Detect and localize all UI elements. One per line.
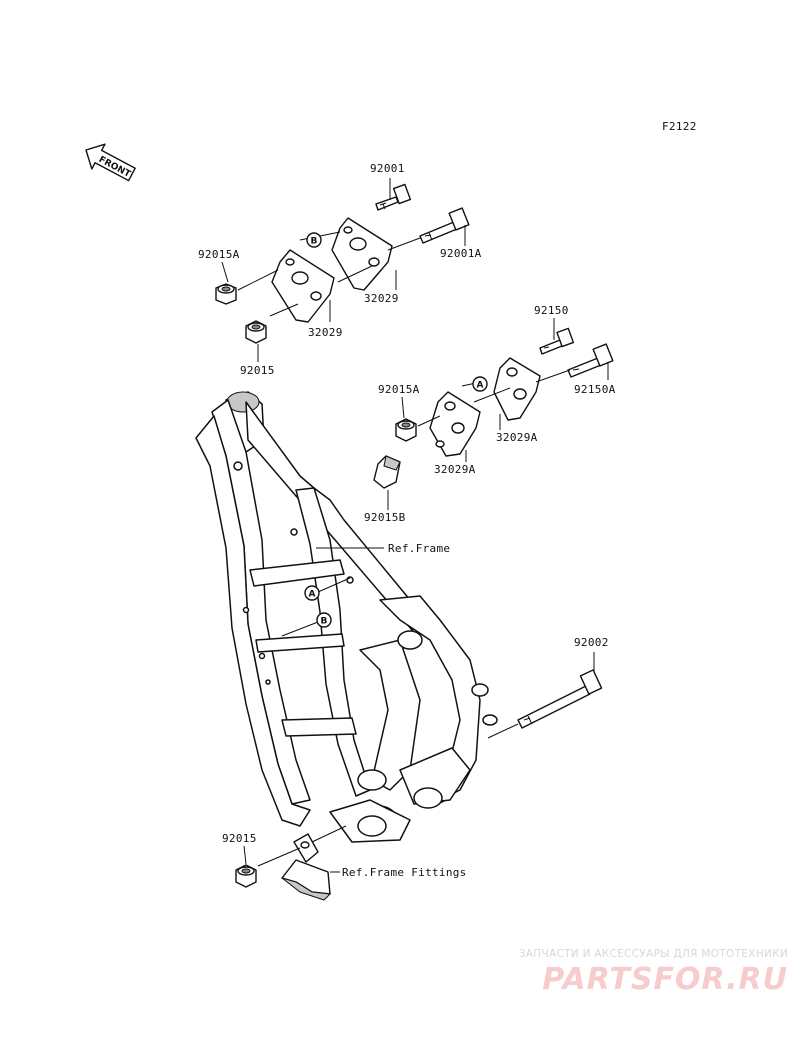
marker-a-frame: A	[304, 585, 320, 601]
watermark-logo: PARTSFOR.RU	[542, 962, 788, 997]
watermark-tagline: ЗАПЧАСТИ И АКСЕССУАРЫ ДЛЯ МОТОТЕХНИКИ	[518, 948, 788, 960]
bolt-92150	[539, 327, 575, 355]
label-92001: 92001	[370, 162, 405, 175]
bracket-plate-32029A-right	[493, 357, 541, 421]
bracket-plate-32029A-left	[429, 391, 481, 457]
svg-text:A: A	[477, 381, 484, 391]
frame-fitting-bracket	[281, 833, 332, 901]
bolt-92001	[375, 183, 412, 211]
svg-text:B: B	[321, 617, 328, 627]
label-ref-frame-fittings: Ref.Frame Fittings	[342, 866, 467, 879]
label-92015-top: 92015	[240, 364, 275, 377]
svg-text:B: B	[311, 237, 318, 247]
nut-92015-top	[245, 320, 267, 344]
watermark: ЗАПЧАСТИ И АКСЕССУАРЫ ДЛЯ МОТОТЕХНИКИ PA…	[488, 948, 788, 997]
label-92015-bottom: 92015	[222, 832, 257, 845]
bolt-92150A	[567, 343, 614, 378]
svg-text:A: A	[309, 590, 316, 600]
marker-b-frame: B	[316, 612, 332, 628]
label-92015B: 92015B	[364, 511, 406, 524]
marker-a-top: A	[472, 376, 488, 392]
label-92015A-mid: 92015A	[378, 383, 420, 396]
label-92015A-top: 92015A	[198, 248, 240, 261]
bracket-plate-32029-right	[331, 217, 393, 291]
label-32029A-a: 32029A	[496, 431, 538, 444]
label-92001A: 92001A	[440, 247, 482, 260]
nut-92015A-top	[215, 283, 237, 305]
bolt-92002	[517, 669, 603, 729]
label-92150: 92150	[534, 304, 569, 317]
motorcycle-frame	[195, 391, 498, 843]
bolt-92001A	[419, 207, 470, 244]
nut-92015A-mid	[395, 418, 417, 442]
label-92002: 92002	[574, 636, 609, 649]
label-32029-a: 32029	[364, 292, 399, 305]
label-32029A-b: 32029A	[434, 463, 476, 476]
front-arrow-icon: FRONT	[85, 143, 136, 182]
diagram-code: F2122	[662, 120, 697, 133]
label-ref-frame: Ref.Frame	[388, 542, 450, 555]
nut-92015-bottom	[235, 864, 257, 888]
label-92150A: 92150A	[574, 383, 616, 396]
nut-92015B	[373, 455, 401, 489]
label-32029-b: 32029	[308, 326, 343, 339]
bracket-plate-32029-left	[271, 249, 335, 323]
marker-b-top: B	[306, 232, 322, 248]
